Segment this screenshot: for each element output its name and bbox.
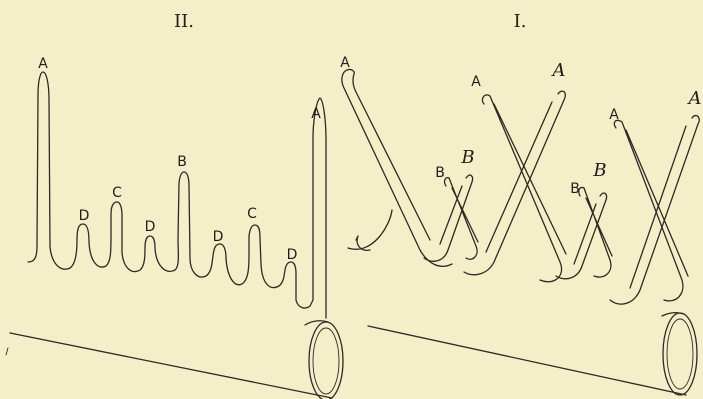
label-i-b2: B bbox=[570, 181, 580, 197]
panel-i-loop-a3 bbox=[610, 116, 699, 305]
panel-ii-cylinder-body bbox=[10, 333, 332, 398]
panel-ii-cylinder-top bbox=[305, 321, 328, 325]
label-i-a1: A bbox=[340, 55, 350, 71]
label-ii-d3: D bbox=[213, 229, 224, 245]
label-ii-d1: D bbox=[79, 208, 90, 224]
label-i-a3-italic: A bbox=[687, 88, 702, 109]
panel-ii-cylinder-end bbox=[309, 322, 343, 399]
label-ii-b: B bbox=[177, 154, 187, 170]
panel-i-loop-b1 bbox=[424, 175, 478, 261]
label-ii-d2: D bbox=[145, 219, 156, 235]
label-i-b1-italic: B bbox=[460, 147, 474, 168]
panel-i-cylinder-top bbox=[662, 313, 684, 316]
panel-i-loop-b2 bbox=[556, 187, 612, 278]
panel-ii-numeral: II. bbox=[174, 11, 194, 32]
panel-i: I. A A A B B A A B B bbox=[340, 11, 701, 395]
panel-i-numeral: I. bbox=[514, 11, 527, 32]
panel-ii-cylinder-mark bbox=[6, 348, 8, 355]
panel-ii-cylinder-end-inner bbox=[313, 328, 339, 394]
label-i-a2: A bbox=[471, 74, 481, 90]
panel-ii: II. A D C D B D C D A bbox=[6, 11, 343, 399]
panel-i-loop-a2 bbox=[464, 91, 566, 282]
label-ii-a-right: A bbox=[311, 106, 321, 122]
label-ii-c-left: C bbox=[112, 185, 122, 201]
label-i-a3: A bbox=[609, 107, 619, 123]
panel-ii-comb-outline bbox=[28, 72, 326, 318]
label-i-a2-italic: A bbox=[551, 60, 566, 81]
panel-i-cylinder-end-inner bbox=[667, 319, 693, 389]
label-i-b1: B bbox=[435, 165, 445, 181]
label-ii-d4: D bbox=[287, 247, 298, 263]
panel-i-loop-a1-outer bbox=[348, 210, 392, 249]
label-i-b2-italic: B bbox=[592, 160, 606, 181]
panel-i-cylinder-body bbox=[368, 326, 686, 395]
label-ii-c-right: C bbox=[247, 206, 257, 222]
label-ii-a-left: A bbox=[38, 56, 48, 72]
panel-i-cylinder-end bbox=[663, 313, 697, 395]
